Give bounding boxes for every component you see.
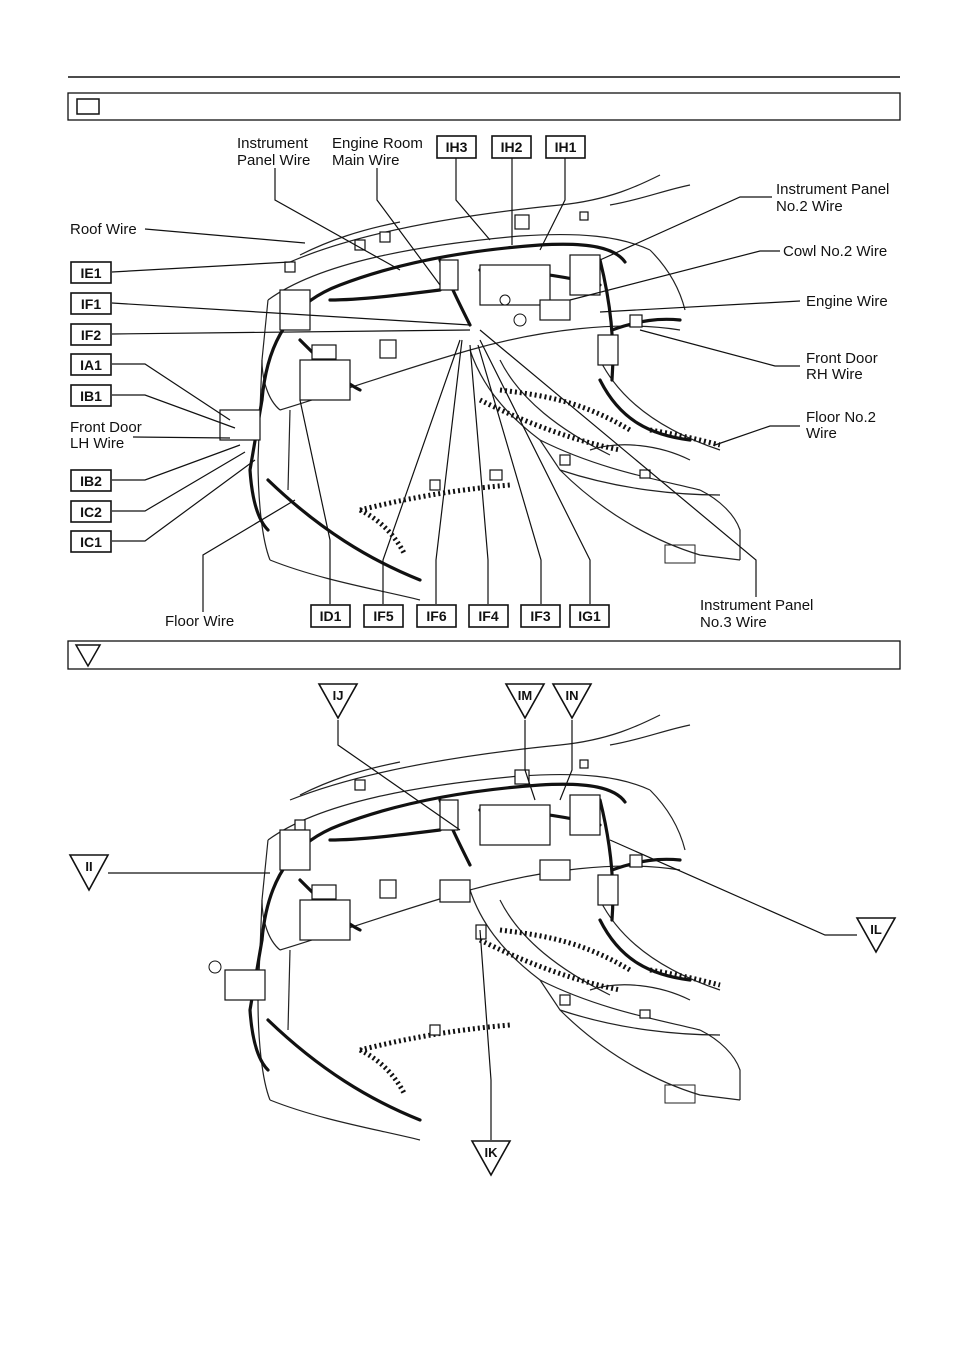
svg-text:IM: IM [518,688,532,703]
svg-text:IH1: IH1 [555,139,577,155]
connector-triangle-im: IM [504,683,546,720]
wire-label-cowl-no2: Cowl No.2 Wire [783,243,887,260]
wire-label-floor-no2: Floor No.2 Wire [806,409,880,442]
section1-leaders [111,158,801,612]
svg-text:IH2: IH2 [501,139,523,155]
wire-label-engine: Engine Wire [806,293,888,310]
svg-text:IJ: IJ [333,688,344,703]
wire-label-floor: Floor Wire [165,613,234,630]
connector-box-ih3: IH3 [436,135,477,159]
svg-text:IF6: IF6 [426,608,446,624]
wire-label-instrument-panel: Instrument Panel Wire [237,135,312,169]
svg-text:IC1: IC1 [80,534,102,550]
svg-text:IF2: IF2 [81,327,101,343]
connector-box-id1: ID1 [310,604,351,628]
svg-text:IK: IK [485,1145,499,1160]
wire-label-roof: Roof Wire [70,221,137,238]
connector-box-ig1: IG1 [569,604,610,628]
connector-box-ib2: IB2 [70,469,112,492]
connector-box-ib1: IB1 [70,384,112,407]
connector-box-if6: IF6 [416,604,457,628]
connector-triangle-ij: IJ [317,683,359,720]
svg-text:IA1: IA1 [80,357,102,373]
section2-triangles: IJ IM IN II IL IK [68,683,897,1177]
wire-label-front-door-rh: Front Door RH Wire [806,350,882,383]
svg-text:II: II [85,859,92,874]
wire-label-instrument-panel-no3: Instrument Panel No.3 Wire [700,597,818,631]
section1-connector-boxes: IH3 IH2 IH1 IE1 IF1 IF2 IA1 IB1 [70,135,610,628]
connector-box-ih1: IH1 [545,135,586,159]
connector-box-ie1: IE1 [70,261,112,284]
svg-text:IE1: IE1 [80,265,101,281]
connector-box-if4: IF4 [468,604,509,628]
connector-box-if3: IF3 [520,604,561,628]
square-symbol-icon [76,98,100,115]
svg-text:IB2: IB2 [80,473,102,489]
dashboard-illustration-2 [208,714,741,1141]
section1-wire-labels: Instrument Panel Wire Engine Room Main W… [70,135,894,631]
svg-text:IN: IN [566,688,579,703]
connector-triangle-ik: IK [470,1140,512,1177]
connector-box-if5: IF5 [363,604,404,628]
svg-text:IG1: IG1 [578,608,601,624]
svg-text:ID1: ID1 [320,608,342,624]
svg-text:IF1: IF1 [81,296,101,312]
connector-box-if2: IF2 [70,323,112,346]
connector-box-ic1: IC1 [70,530,112,553]
connector-triangle-ii: II [68,854,110,892]
svg-text:IC2: IC2 [80,504,102,520]
connector-triangle-in: IN [551,683,593,720]
wire-label-front-door-lh: Front Door LH Wire [70,419,146,452]
svg-text:IF5: IF5 [373,608,393,624]
connector-box-ih2: IH2 [491,135,532,159]
connector-triangle-il: IL [855,917,897,954]
svg-text:IB1: IB1 [80,388,102,404]
connector-box-ic2: IC2 [70,500,112,523]
svg-text:IH3: IH3 [446,139,468,155]
svg-text:IL: IL [870,922,882,937]
svg-text:IF4: IF4 [478,608,498,624]
connector-box-if1: IF1 [70,292,112,315]
wire-label-instrument-panel-no2: Instrument Panel No.2 Wire [776,181,894,215]
section1-header [67,92,901,121]
connector-box-ia1: IA1 [70,353,112,376]
dashboard-illustration-1 [219,174,741,601]
wire-label-engine-room-main: Engine Room Main Wire [332,135,427,169]
svg-text:IF3: IF3 [530,608,550,624]
section2-leaders [108,720,857,1140]
section2-header [67,640,901,670]
triangle-symbol-icon [74,644,102,668]
